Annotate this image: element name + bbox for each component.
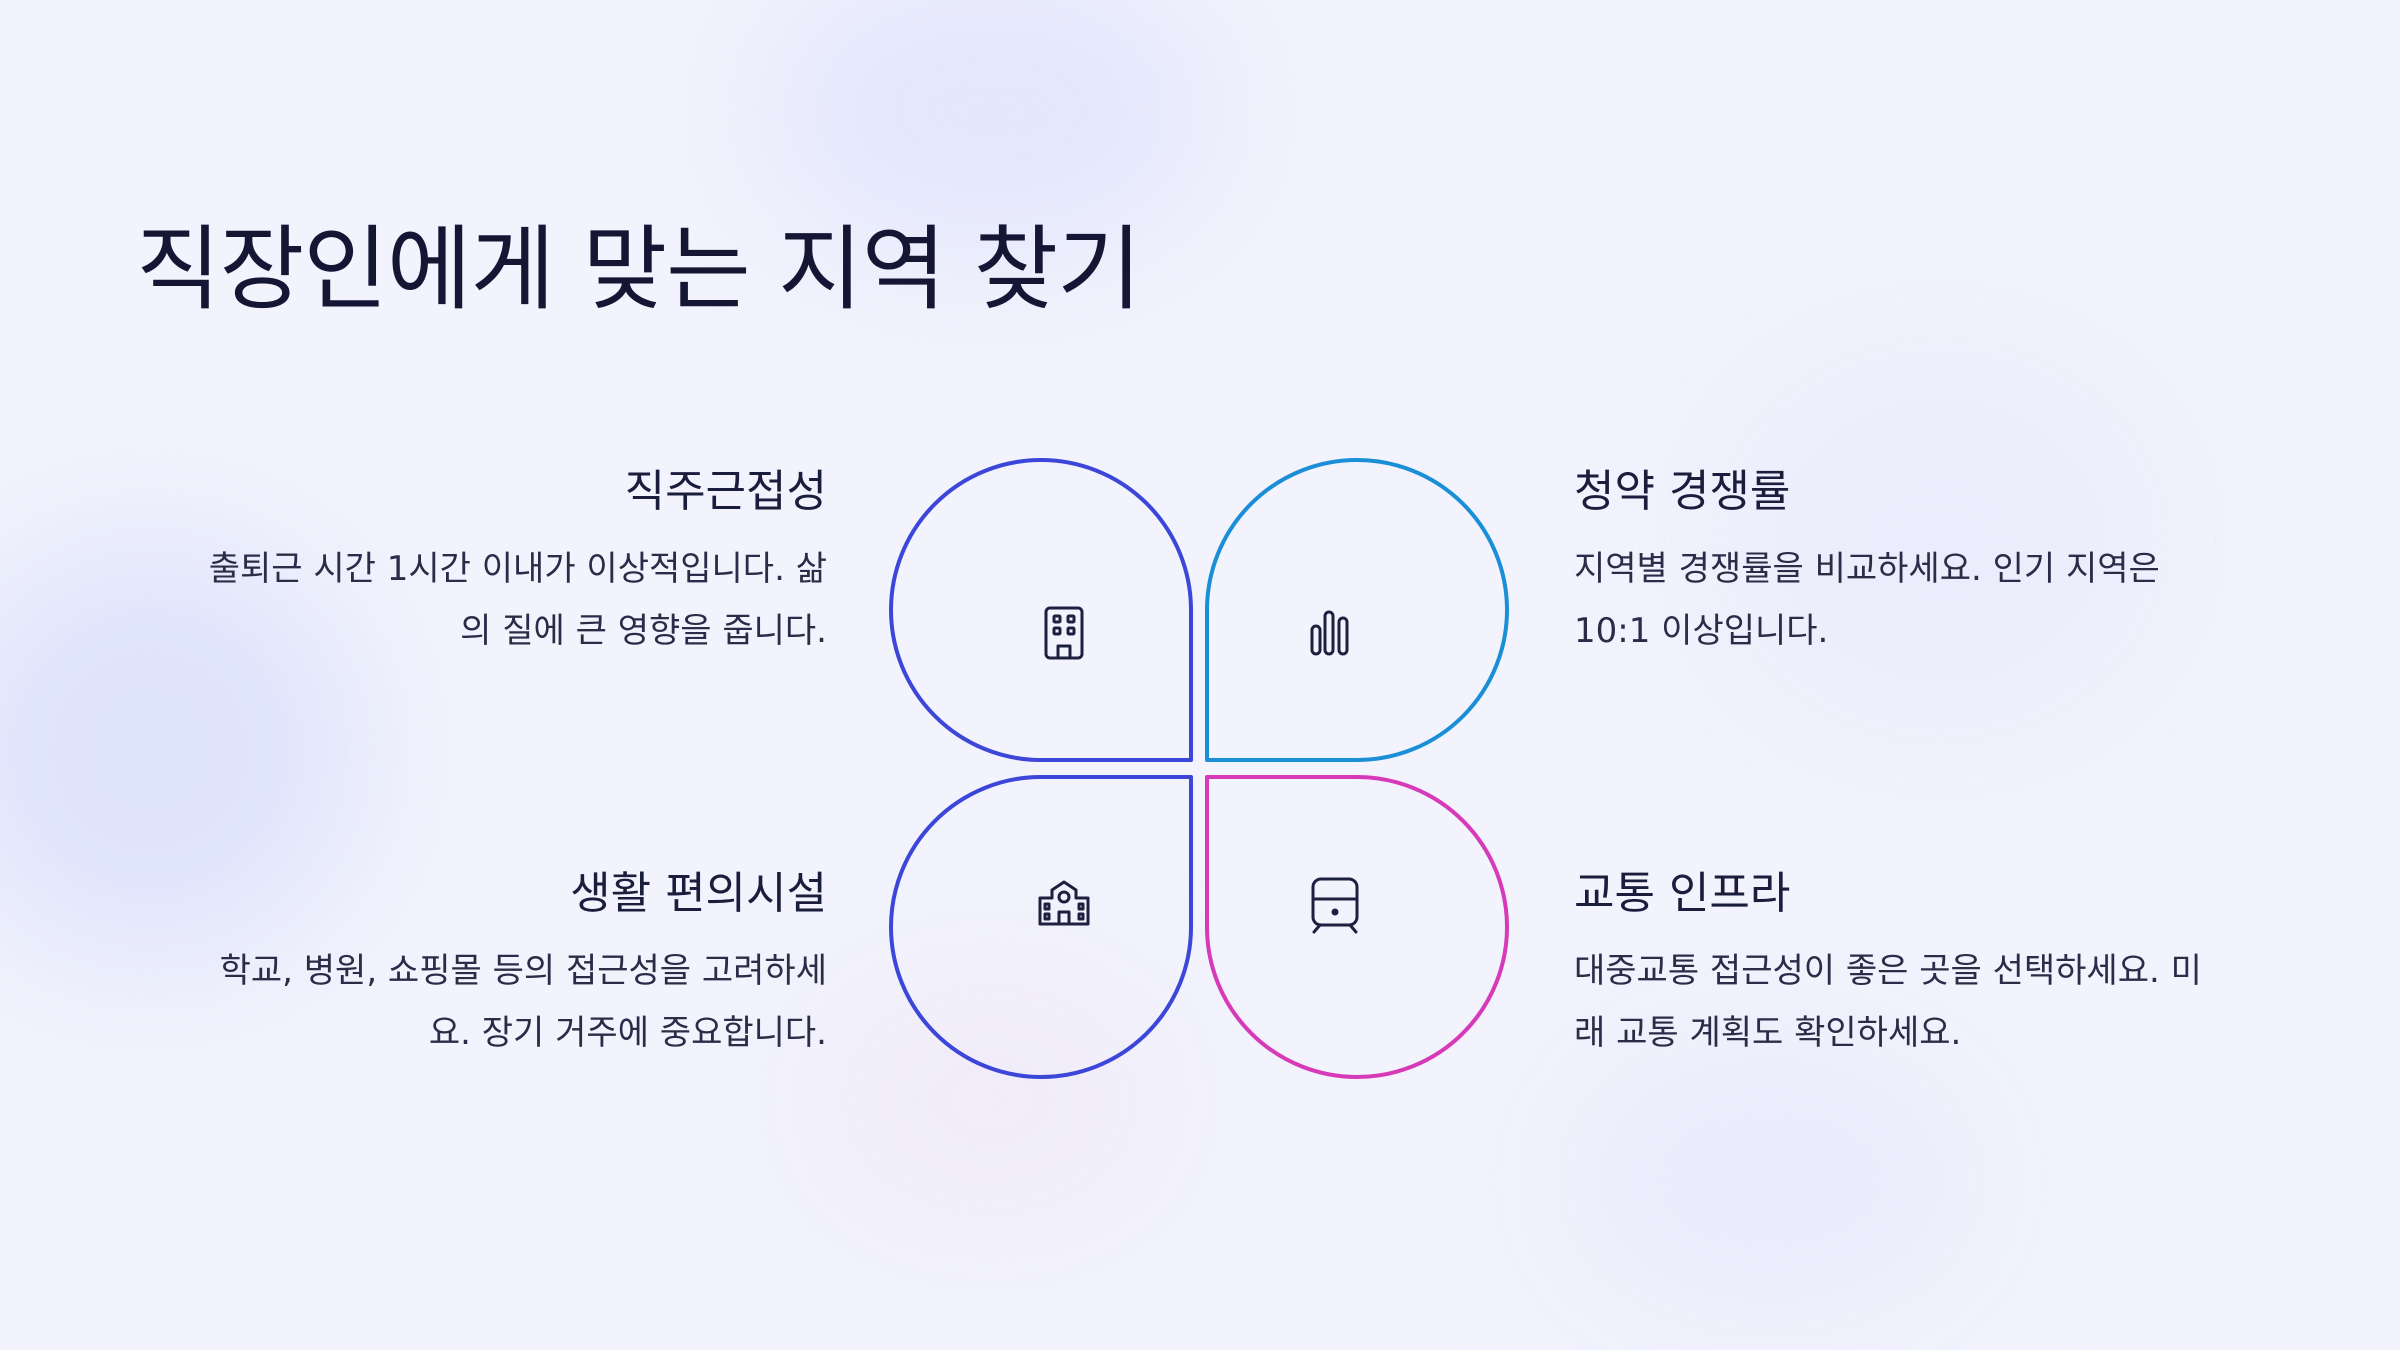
desc-amenities-line1: 학교, 병원, 쇼핑몰 등의 접근성을 고려하세: [219, 951, 827, 991]
desc-competition-line1: 지역별 경쟁률을 비교하세요. 인기 지역은: [1574, 549, 2160, 589]
text-block-transport: 교통 인프라 대중교통 접근성이 좋은 곳을 선택하세요. 미 래 교통 계획도…: [1574, 864, 2202, 1064]
page-title: 직장인에게 맞는 지역 찾기: [136, 216, 1142, 323]
desc-competition: 지역별 경쟁률을 비교하세요. 인기 지역은 10:1 이상입니다.: [1574, 538, 2160, 662]
school-building-icon: [1038, 880, 1090, 926]
desc-amenities-line2: 요. 장기 거주에 중요합니다.: [428, 1013, 827, 1053]
petal-bottom-left: [889, 775, 1193, 1079]
petal-top-left: [889, 458, 1193, 762]
text-block-commute: 직주근접성 출퇴근 시간 1시간 이내가 이상적입니다. 삶 의 질에 큰 영향…: [209, 462, 827, 662]
office-building-icon: [1044, 606, 1084, 660]
train-icon: [1311, 877, 1359, 934]
text-block-competition: 청약 경쟁률 지역별 경쟁률을 비교하세요. 인기 지역은 10:1 이상입니다…: [1574, 462, 2160, 662]
heading-competition: 청약 경쟁률: [1574, 466, 1791, 517]
desc-amenities: 학교, 병원, 쇼핑몰 등의 접근성을 고려하세 요. 장기 거주에 중요합니다…: [220, 940, 827, 1064]
petal-top-right: [1205, 458, 1509, 762]
desc-commute-line1: 출퇴근 시간 1시간 이내가 이상적입니다. 삶: [208, 549, 827, 589]
desc-commute: 출퇴근 시간 1시간 이내가 이상적입니다. 삶 의 질에 큰 영향을 줍니다.: [209, 538, 827, 662]
desc-transport-line1: 대중교통 접근성이 좋은 곳을 선택하세요. 미: [1574, 951, 2202, 991]
heading-amenities: 생활 편의시설: [570, 868, 827, 919]
desc-competition-line2: 10:1 이상입니다.: [1574, 611, 1829, 651]
heading-commute: 직주근접성: [624, 466, 827, 517]
text-block-amenities: 생활 편의시설 학교, 병원, 쇼핑몰 등의 접근성을 고려하세 요. 장기 거…: [220, 864, 827, 1064]
desc-commute-line2: 의 질에 큰 영향을 줍니다.: [460, 611, 827, 651]
petal-bottom-right: [1205, 775, 1509, 1079]
bar-chart-icon: [1310, 610, 1349, 656]
desc-transport: 대중교통 접근성이 좋은 곳을 선택하세요. 미 래 교통 계획도 확인하세요.: [1574, 940, 2202, 1064]
heading-transport: 교통 인프라: [1574, 868, 1791, 919]
desc-transport-line2: 래 교통 계획도 확인하세요.: [1574, 1013, 1962, 1053]
